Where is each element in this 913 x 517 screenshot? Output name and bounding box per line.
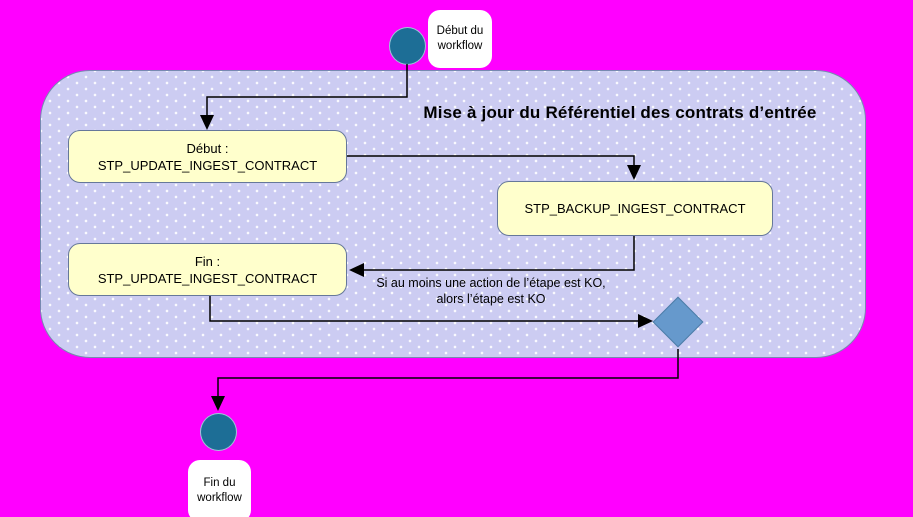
ko-annotation-line1: Si au moins une action de l’étape est KO… <box>376 276 606 290</box>
start-node[interactable] <box>389 27 426 65</box>
end-node[interactable] <box>200 413 237 451</box>
ko-annotation: Si au moins une action de l’étape est KO… <box>355 276 627 307</box>
step-start-label-line1: Début : <box>186 140 229 156</box>
step-start-box[interactable]: Début : STP_UPDATE_INGEST_CONTRACT <box>68 130 347 183</box>
step-end-box[interactable]: Fin : STP_UPDATE_INGEST_CONTRACT <box>68 243 347 296</box>
ko-annotation-line2: alors l’étape est KO <box>436 291 546 306</box>
step-end-label-line2: STP_UPDATE_INGEST_CONTRACT <box>97 270 318 286</box>
step-backup-label: STP_BACKUP_INGEST_CONTRACT <box>524 201 746 216</box>
connector-decision-to-end <box>211 349 679 411</box>
start-note[interactable]: Début du workflow <box>428 10 492 68</box>
end-note[interactable]: Fin du workflow <box>188 460 251 517</box>
step-end-label-line1: Fin : <box>194 253 221 269</box>
workflow-title: Mise à jour du Référentiel des contrats … <box>423 103 817 122</box>
step-backup-box[interactable]: STP_BACKUP_INGEST_CONTRACT <box>497 181 773 236</box>
step-start-label-line2: STP_UPDATE_INGEST_CONTRACT <box>97 157 318 173</box>
